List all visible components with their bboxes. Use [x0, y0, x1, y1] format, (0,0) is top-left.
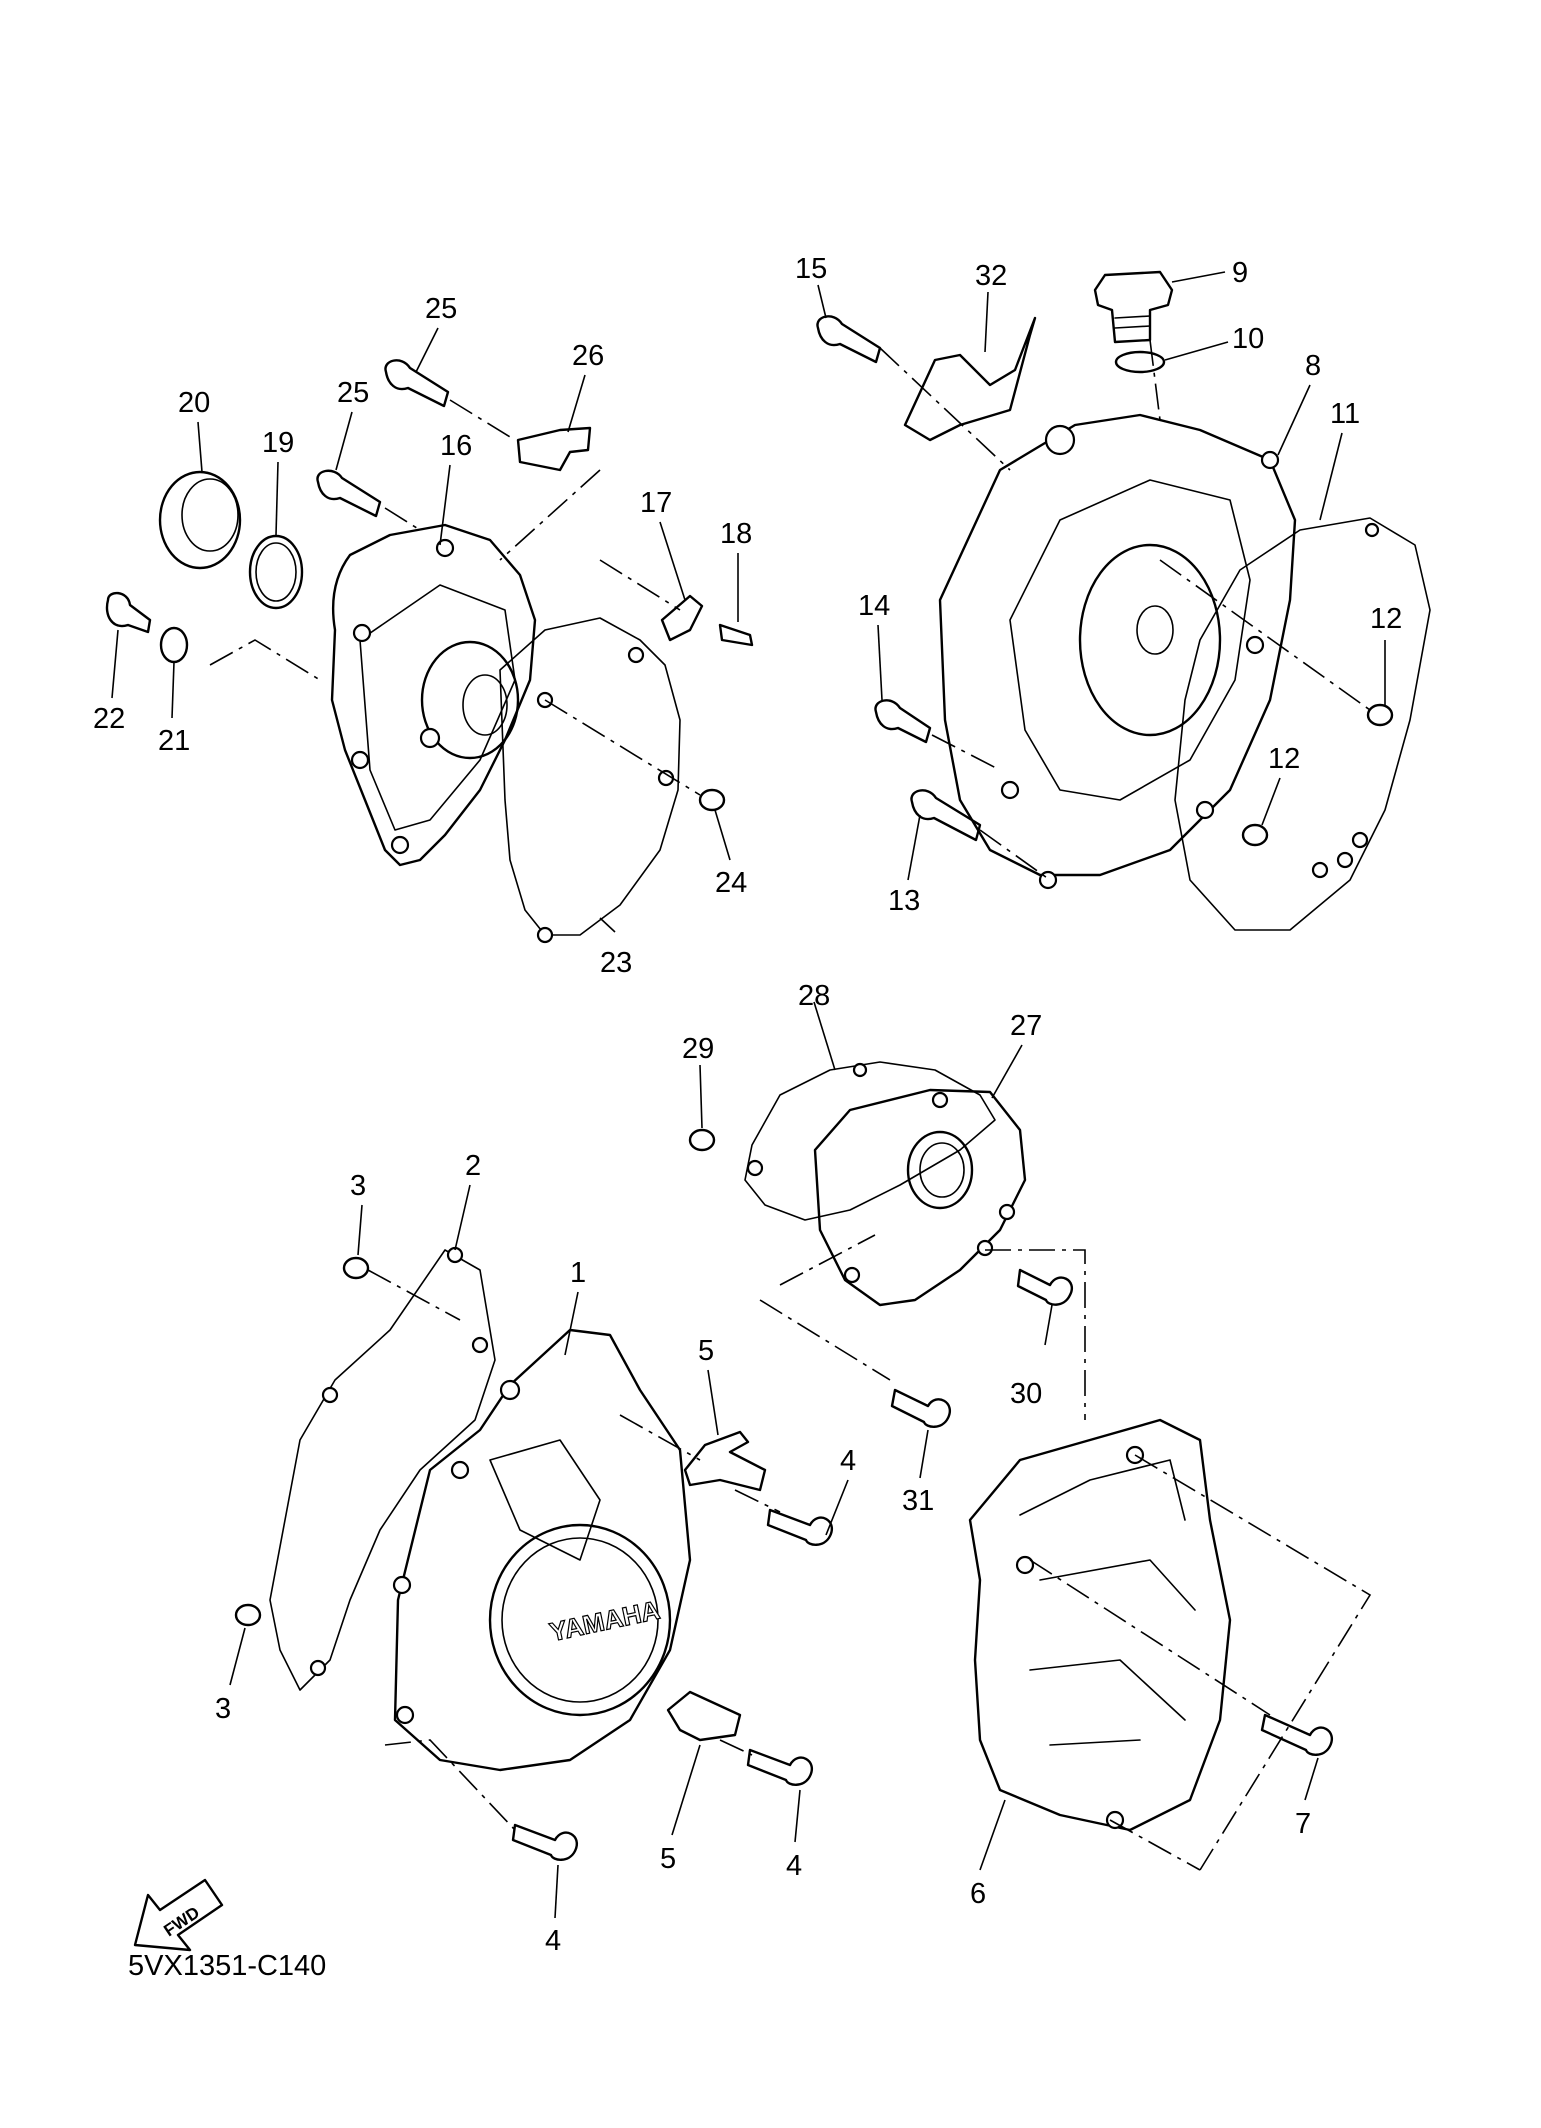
dowel-29 [688, 1128, 716, 1152]
callout-18: 18 [720, 518, 752, 550]
crankcase-cover-16 [330, 523, 537, 867]
plug-20 [158, 470, 242, 570]
gasket-23 [499, 617, 681, 936]
dowel-3-lower [234, 1603, 262, 1627]
fwd-direction-arrow: FWD [133, 1878, 224, 1952]
callout-11: 11 [1330, 398, 1360, 430]
cover-6-group [968, 1418, 1372, 1871]
clip-5-upper [683, 1430, 767, 1492]
callout-5: 5 [698, 1335, 714, 1367]
cover-6 [968, 1418, 1232, 1832]
callout-22: 22 [93, 703, 125, 735]
callout-24: 24 [715, 867, 747, 899]
callout-8: 8 [1305, 350, 1321, 382]
bolt-4-middle [746, 1748, 813, 1786]
gasket-2 [269, 1249, 496, 1691]
clip-5-lower [666, 1690, 742, 1742]
fwd-arrow-icon [133, 1878, 224, 1952]
bolt-30 [1016, 1268, 1073, 1306]
o-ring-19 [248, 534, 304, 610]
dowel-12-lower [1241, 823, 1269, 847]
bolt-13 [910, 789, 982, 842]
callout-23: 23 [600, 947, 632, 979]
callout-31: 31 [902, 1485, 934, 1517]
callout-leaders [111, 271, 1386, 1919]
oil-filler-plug-9 [1093, 270, 1174, 344]
callout-labels: 1 2 3 3 4 4 4 5 5 6 7 8 9 10 11 12 12 13… [93, 253, 1402, 1957]
bolt-4-lower [511, 1823, 578, 1861]
gasket-28 [744, 1061, 996, 1221]
callout-27: 27 [1010, 1010, 1042, 1042]
washer-21 [159, 626, 189, 664]
diagram-reference-code: 5VX1351-C140 [128, 1950, 327, 1982]
callout-12: 12 [1370, 603, 1402, 635]
fwd-label: FWD [160, 1903, 203, 1940]
callout-4: 4 [840, 1445, 856, 1477]
callout-26: 26 [572, 340, 604, 372]
bolt-7 [1260, 1713, 1333, 1756]
callout-9: 9 [1232, 257, 1248, 289]
callout-25: 25 [425, 293, 457, 325]
crankcase-cover-8-group [816, 270, 1431, 931]
callout-13: 13 [888, 885, 920, 917]
bracket-26 [516, 426, 592, 472]
clip-17 [660, 594, 704, 642]
callout-21: 21 [158, 725, 190, 757]
callout-25: 25 [337, 377, 369, 409]
bolt-15 [816, 315, 882, 364]
cover-27-group [688, 1061, 1086, 1428]
callout-1: 1 [570, 1257, 586, 1289]
bracket-32 [903, 316, 1037, 442]
generator-cover-1-group: YAMAHA [234, 1246, 833, 1861]
bolt-22 [105, 591, 152, 634]
dowel-3-upper [342, 1256, 370, 1280]
callout-17: 17 [640, 487, 672, 519]
callout-29: 29 [682, 1033, 714, 1065]
callout-12: 12 [1268, 743, 1300, 775]
callout-4: 4 [786, 1850, 802, 1882]
bolt-4-upper [766, 1508, 833, 1546]
dowel-24 [698, 788, 726, 812]
callout-14: 14 [858, 590, 890, 622]
callout-3: 3 [350, 1170, 366, 1202]
callout-7: 7 [1295, 1808, 1311, 1840]
generator-cover-1 [393, 1328, 692, 1772]
gasket-11 [1174, 517, 1431, 931]
o-ring-10 [1114, 350, 1166, 374]
callout-2: 2 [465, 1150, 481, 1182]
callout-3: 3 [215, 1693, 231, 1725]
callout-19: 19 [262, 427, 294, 459]
callout-6: 6 [970, 1878, 986, 1910]
callout-16: 16 [440, 430, 472, 462]
callout-10: 10 [1232, 323, 1264, 355]
cover-27 [813, 1088, 1027, 1307]
bolt-25-lower [316, 469, 382, 518]
callout-32: 32 [975, 260, 1007, 292]
callout-5: 5 [660, 1843, 676, 1875]
callout-4: 4 [545, 1925, 561, 1957]
bolt-25-upper [384, 359, 450, 408]
yamaha-logo-text: YAMAHA [547, 1595, 663, 1648]
callout-20: 20 [178, 387, 210, 419]
bolt-31 [890, 1388, 951, 1428]
callout-15: 15 [795, 253, 827, 285]
screw-18 [718, 623, 754, 647]
crankcase-cover-8 [938, 413, 1297, 877]
callout-28: 28 [798, 980, 830, 1012]
callout-30: 30 [1010, 1378, 1042, 1410]
cover-1-emblem [488, 1523, 672, 1717]
bolt-14 [874, 699, 932, 744]
crankcase-cover-16-group [105, 359, 754, 944]
dowel-12-upper [1366, 703, 1394, 727]
